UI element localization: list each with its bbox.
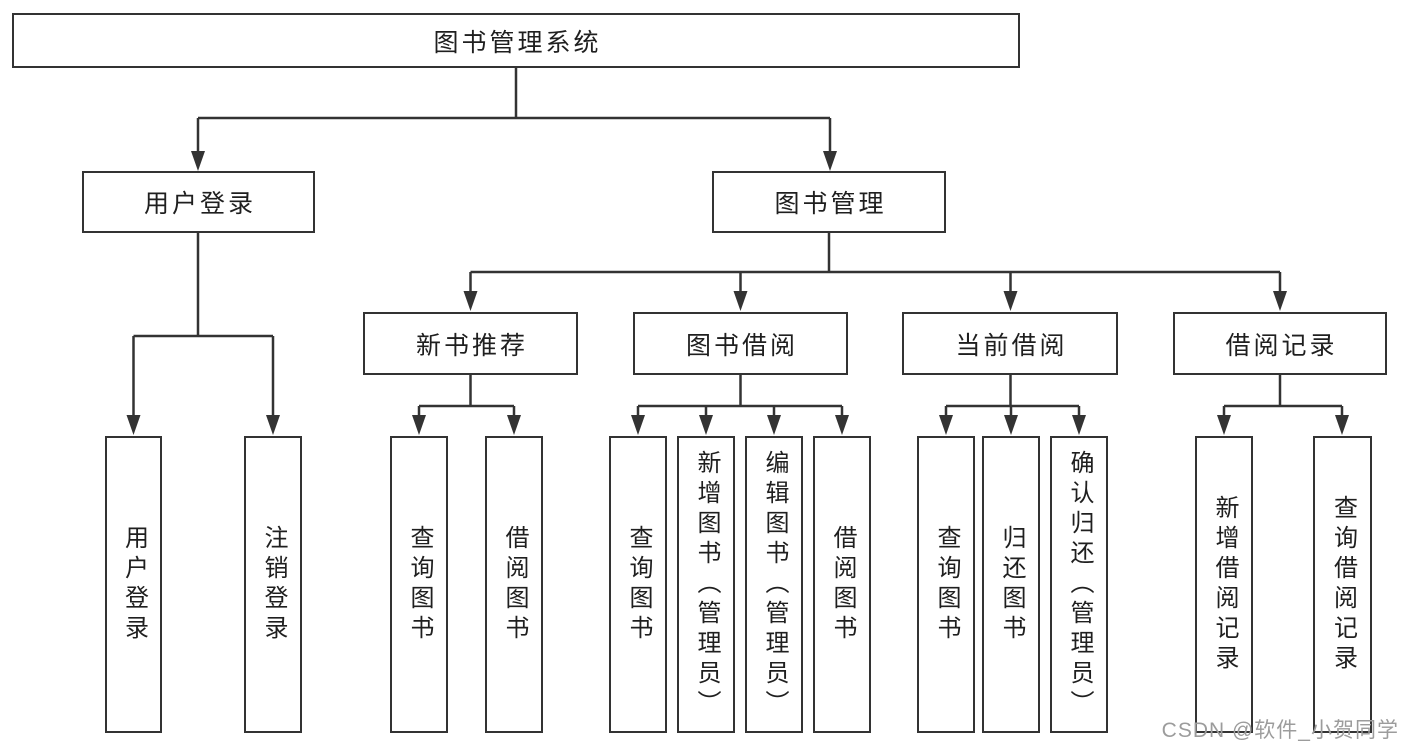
leaf-confirm-return-admin: 确认归还（管理员） (1050, 436, 1108, 733)
arrowhead (507, 415, 521, 435)
arrowhead (1003, 291, 1018, 311)
node-book-management-label: 图书管理 (774, 190, 887, 218)
leaf-label: 查询图书 (406, 524, 433, 645)
node-book-management: 图书管理 (712, 171, 946, 233)
connector-book-borrow (636, 375, 844, 416)
arrowhead (1335, 415, 1349, 435)
leaf-label: 查询图书 (625, 524, 652, 645)
node-root: 图书管理系统 (12, 13, 1020, 68)
leaf-query-books-recommend: 查询图书 (390, 436, 448, 733)
leaf-label: 查询借阅记录 (1329, 494, 1357, 675)
node-current-borrow: 当前借阅 (902, 312, 1118, 375)
leaf-label: 注销登录 (260, 524, 287, 645)
leaf-borrow-books-recommend: 借阅图书 (485, 436, 543, 733)
node-root-label: 图书管理系统 (433, 28, 602, 57)
arrowhead (412, 415, 426, 435)
node-borrow-records-label: 借阅记录 (1225, 331, 1338, 360)
leaf-borrow-books-2: 借阅图书 (813, 436, 871, 733)
leaf-query-books-borrow: 查询图书 (609, 436, 667, 733)
watermark: CSDN @软件_小贺同学 (1161, 719, 1399, 742)
arrowhead (835, 415, 849, 435)
leaf-label: 查询图书 (933, 524, 960, 645)
leaf-label: 用户登录 (120, 524, 148, 645)
connector-new-book-recommend (417, 375, 516, 416)
node-new-book-recommend: 新书推荐 (363, 312, 578, 375)
arrowhead (266, 415, 280, 435)
arrowhead (191, 151, 205, 171)
leaf-label: 新增图书（管理员） (693, 449, 720, 720)
leaf-label: 新增借阅记录 (1211, 494, 1238, 675)
node-current-borrow-label: 当前借阅 (955, 331, 1068, 360)
leaf-query-borrow-record: 查询借阅记录 (1313, 436, 1372, 733)
leaf-label: 归还图书 (998, 524, 1025, 645)
leaf-label: 借阅图书 (829, 524, 856, 645)
arrowhead (699, 415, 713, 435)
leaf-label: 编辑图书（管理员） (761, 449, 788, 720)
arrowhead (733, 291, 748, 311)
arrowhead (126, 415, 141, 435)
leaf-label: 借阅图书 (501, 524, 528, 645)
leaf-label: 确认归还（管理员） (1066, 449, 1093, 720)
arrowhead (767, 415, 781, 435)
node-book-borrow: 图书借阅 (633, 312, 848, 375)
node-new-book-recommend-label: 新书推荐 (415, 331, 528, 360)
arrowhead (1217, 415, 1231, 435)
leaf-add-borrow-record: 新增借阅记录 (1195, 436, 1253, 733)
connector-current-borrow (944, 375, 1081, 416)
arrowhead (1273, 291, 1287, 311)
node-user-login-label: 用户登录 (143, 190, 256, 218)
leaf-query-books-current: 查询图书 (917, 436, 975, 733)
arrowhead (939, 415, 953, 435)
connector-user-login (132, 233, 275, 416)
node-borrow-records: 借阅记录 (1173, 312, 1387, 375)
arrowhead (631, 415, 645, 435)
connector-borrow-records (1222, 375, 1344, 416)
connector-book-management (469, 233, 1282, 292)
node-user-login: 用户登录 (82, 171, 315, 233)
leaf-logout: 注销登录 (244, 436, 302, 733)
arrowhead (823, 151, 837, 171)
arrowhead (1072, 415, 1086, 435)
leaf-user-login: 用户登录 (105, 436, 162, 733)
connector-root (196, 68, 832, 153)
arrowhead (463, 291, 478, 311)
node-book-borrow-label: 图书借阅 (685, 331, 798, 360)
leaf-return-books: 归还图书 (982, 436, 1040, 733)
arrowhead (1004, 415, 1018, 435)
leaf-edit-book-admin: 编辑图书（管理员） (745, 436, 803, 733)
leaf-add-book-admin: 新增图书（管理员） (677, 436, 735, 733)
